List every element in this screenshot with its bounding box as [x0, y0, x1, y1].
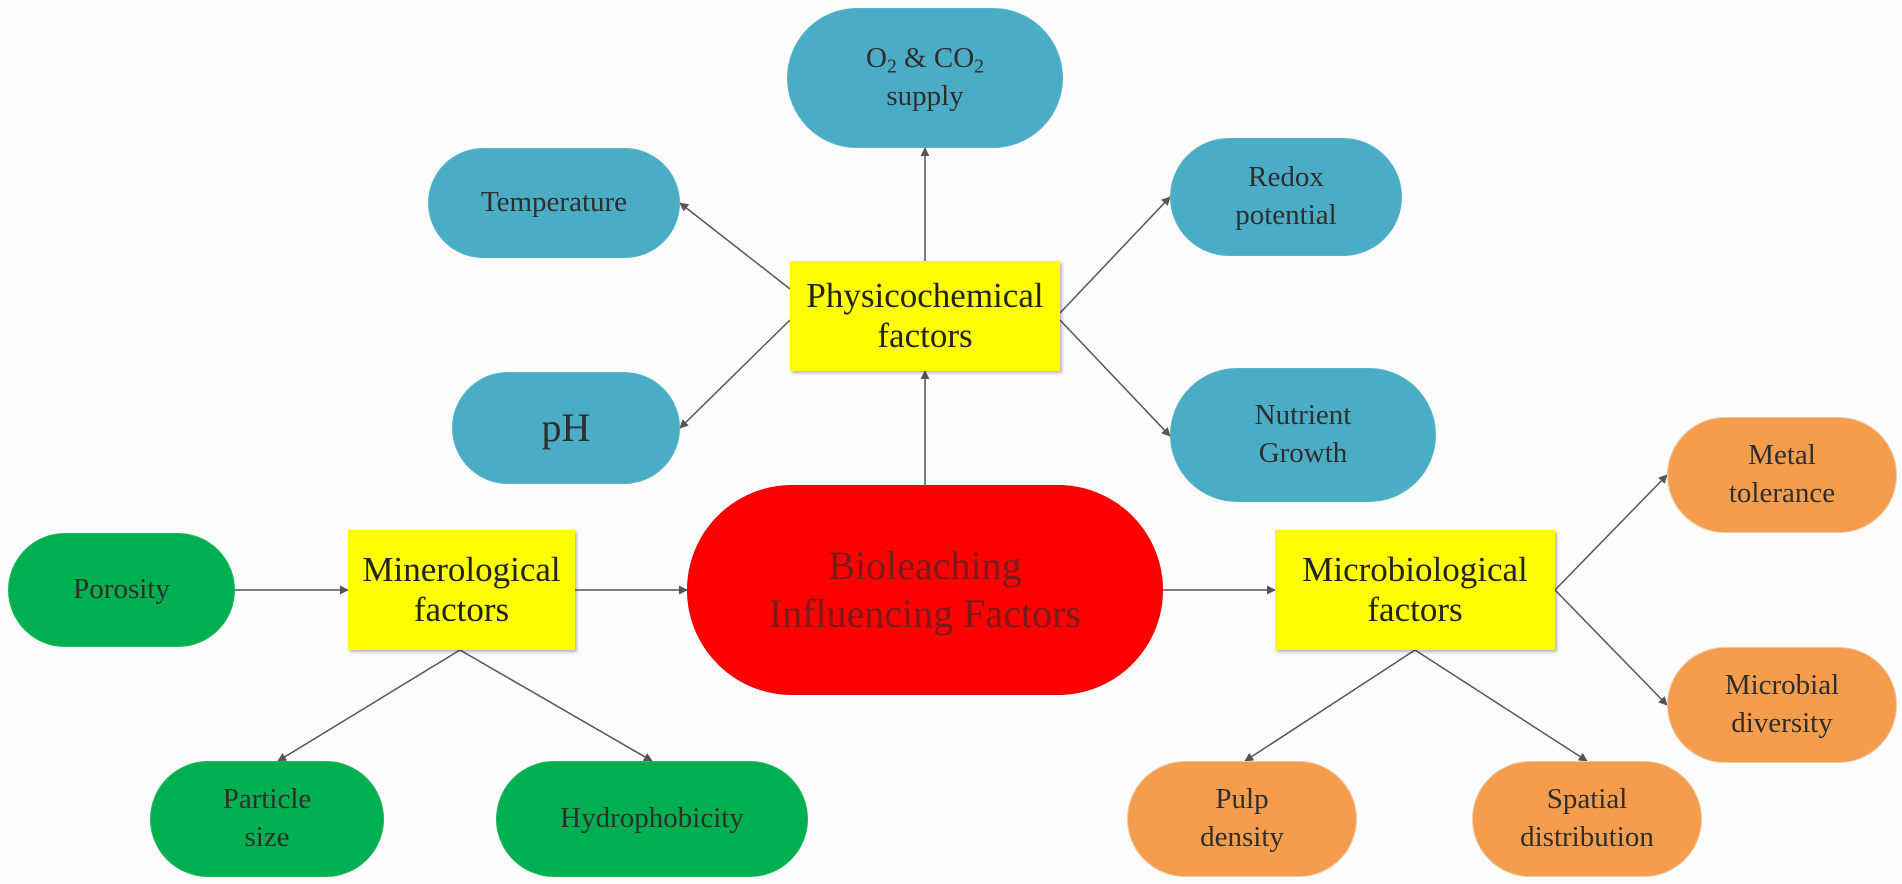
arrow-physicochemical-to-ph	[679, 319, 791, 429]
microbial-diversity-line2: diversity	[1731, 707, 1833, 739]
arrow-physicochemical-to-redox	[1059, 196, 1171, 314]
center-line1: Bioleaching	[828, 543, 1022, 588]
temperature-label: Temperature	[480, 186, 628, 219]
hydrophobicity-node: Hydrophobicity	[496, 761, 808, 877]
center-line2: Influencing Factors	[768, 591, 1082, 636]
arrow-microbiological-to-pulp-density	[1244, 649, 1416, 762]
minerological-factors-box: Minerological factors	[348, 530, 575, 650]
spatial-distribution-line1: Spatial	[1546, 783, 1628, 816]
arrow-microbiological-to-metal-tolerance	[1554, 474, 1668, 591]
nutrient-line2: Growth	[1258, 437, 1348, 469]
ph-node: pH	[452, 372, 680, 484]
o2-co2-supply-node: O2 & CO2 supply	[787, 8, 1063, 148]
temperature-node: Temperature	[428, 148, 680, 258]
microbiological-line2: factors	[1367, 590, 1463, 629]
metal-tolerance-line2: tolerance	[1728, 477, 1836, 509]
minerological-line2: factors	[413, 590, 510, 629]
ph-label: pH	[541, 405, 591, 450]
center-node-bioleaching: Bioleaching Influencing Factors	[687, 485, 1163, 695]
pulp-density-node: Pulp density	[1127, 761, 1357, 877]
microbial-diversity-node: Microbial diversity	[1667, 647, 1897, 763]
physicochemical-line2: factors	[877, 316, 973, 355]
physicochemical-factors-box: Physicochemical factors	[790, 261, 1060, 371]
redox-potential-node: Redox potential	[1170, 138, 1402, 256]
redox-line2: potential	[1235, 199, 1337, 231]
porosity-label: Porosity	[73, 573, 170, 606]
spatial-distribution-line2: distribution	[1520, 821, 1654, 853]
microbiological-line1: Microbiological	[1302, 549, 1528, 589]
redox-line1: Redox	[1248, 161, 1324, 194]
pulp-density-line2: density	[1200, 821, 1284, 853]
minerological-line1: Minerological	[362, 549, 561, 589]
particle-size-line2: size	[244, 821, 290, 853]
metal-tolerance-line1: Metal	[1748, 439, 1816, 472]
spatial-distribution-node: Spatial distribution	[1472, 761, 1702, 877]
porosity-node: Porosity	[8, 533, 235, 647]
arrow-microbiological-to-spatial-distribution	[1414, 649, 1588, 762]
hydrophobicity-label: Hydrophobicity	[560, 802, 744, 835]
nutrient-growth-node: Nutrient Growth	[1170, 368, 1436, 502]
physicochemical-line1: Physicochemical	[806, 275, 1044, 315]
arrow-microbiological-to-microbial-diversity	[1554, 589, 1668, 706]
o2-co2-line2: supply	[886, 80, 964, 112]
pulp-density-line1: Pulp	[1215, 783, 1269, 816]
microbiological-factors-box: Microbiological factors	[1275, 530, 1555, 650]
arrow-minerological-to-particle-size	[277, 649, 461, 762]
microbial-diversity-line1: Microbial	[1724, 669, 1840, 702]
arrow-physicochemical-to-nutrient	[1059, 319, 1171, 437]
arrow-minerological-to-hydrophobicity	[459, 649, 653, 762]
particle-size-line1: Particle	[222, 783, 312, 816]
arrow-physicochemical-to-temperature	[679, 202, 791, 290]
particle-size-node: Particle size	[150, 761, 384, 877]
metal-tolerance-node: Metal tolerance	[1667, 417, 1897, 533]
nutrient-line1: Nutrient	[1254, 399, 1352, 432]
